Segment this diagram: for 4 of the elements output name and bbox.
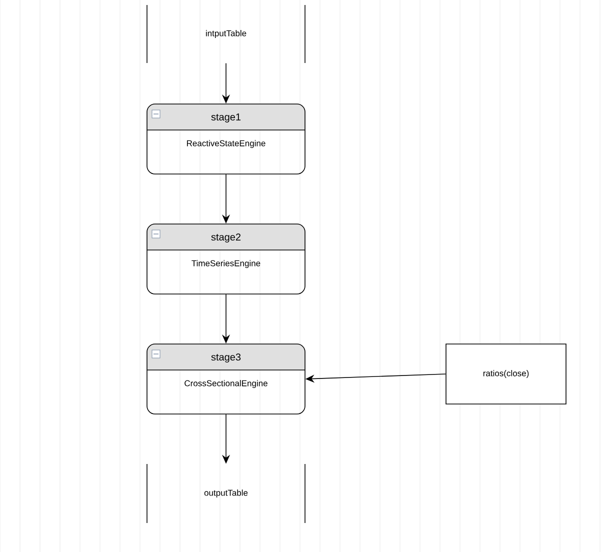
- process-box: ratios(close): [446, 344, 566, 404]
- stage-box: stage2 TimeSeriesEngine: [146, 224, 306, 294]
- stage-box: stage3 CrossSectionalEngine: [146, 344, 306, 414]
- stage-box: stage1 ReactiveStateEngine: [146, 104, 306, 174]
